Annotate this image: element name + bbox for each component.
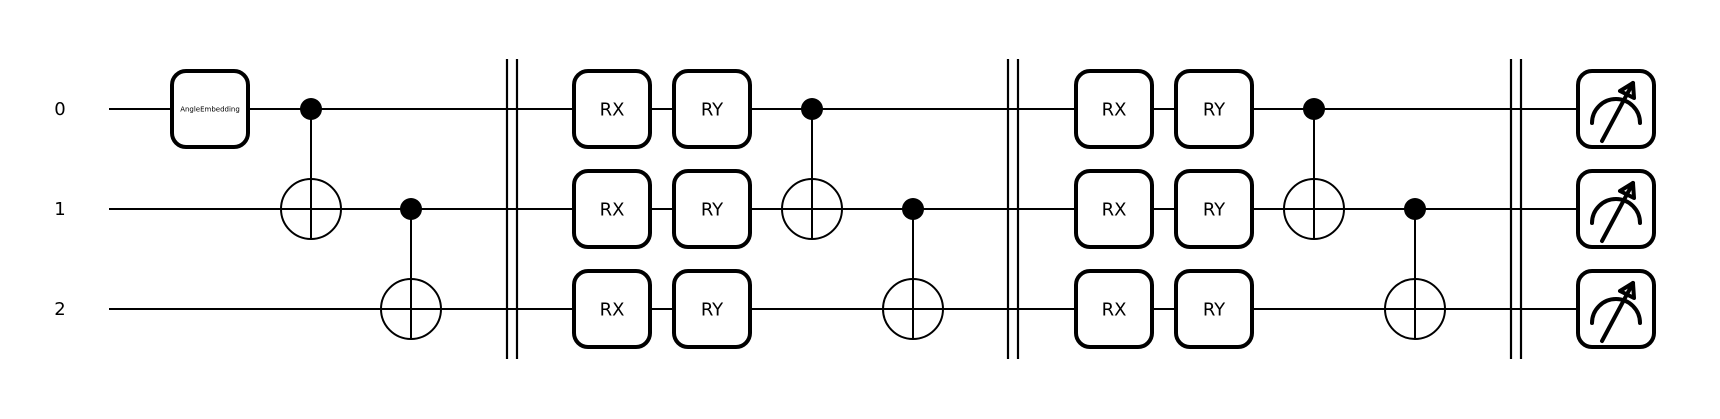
gate-ry-wire-1: RY [1174,169,1254,249]
cnot-gate [882,198,944,340]
barrier [505,59,519,359]
cnot-gate [1283,98,1345,240]
gate-label: RY [1203,199,1226,220]
meter-arrowhead-icon [1618,81,1636,100]
measure-gate-wire-0 [1576,69,1656,149]
gate-box [1174,269,1254,349]
gate-label: RX [1102,99,1127,120]
gate-rx-wire-1: RX [572,169,652,249]
gate-label: RX [600,199,625,220]
wire-label-0: 0 [54,99,65,120]
measure-box [1576,269,1656,349]
gate-label: RY [1203,299,1226,320]
control-dot [1404,198,1426,220]
wire-label-1: 1 [54,199,65,220]
meter-arc-icon [1590,297,1642,325]
gate-rx-wire-0: RX [1074,69,1154,149]
control-dot [801,98,823,120]
gate-label: RY [1203,99,1226,120]
wires-layer: 0 1 2 [54,99,1616,320]
gate-box [1074,269,1154,349]
gate-rx-wire-2: RX [572,269,652,349]
meter-arc-icon [1590,97,1642,125]
gate-box [572,169,652,249]
gate-box [170,69,250,149]
gate-rx-wire-2: RX [1074,269,1154,349]
measure-gate-wire-2 [1576,269,1656,349]
barrier [1006,59,1020,359]
gate-angleembedding-wire-0: AngleEmbedding [170,69,250,149]
gate-label: RX [1102,299,1127,320]
control-dot [1303,98,1325,120]
measure-box [1576,69,1656,149]
meter-needle-icon [1600,181,1635,243]
cnot-gate [781,98,843,240]
gate-box [572,69,652,149]
meter-arrowhead-icon [1618,281,1636,300]
gate-box [672,69,752,149]
meter-arrowhead-icon [1618,181,1636,200]
gate-box [672,269,752,349]
measure-box [1576,169,1656,249]
measure-gate-wire-1 [1576,169,1656,249]
control-dot [400,198,422,220]
meter-needle-icon [1600,281,1635,343]
wire-label-2: 2 [54,299,65,320]
meter-arc-icon [1590,197,1642,225]
gate-rx-wire-1: RX [1074,169,1154,249]
cnot-gate [280,98,342,240]
control-dot [902,198,924,220]
barrier [1509,59,1523,359]
cnot-gate [1384,198,1446,340]
meter-needle-icon [1600,81,1635,143]
gate-ry-wire-2: RY [672,269,752,349]
gate-label: RX [600,99,625,120]
gate-ry-wire-2: RY [1174,269,1254,349]
gate-label: AngleEmbedding [180,105,240,113]
gate-rx-wire-0: RX [572,69,652,149]
gate-box [672,169,752,249]
gate-label: RX [1102,199,1127,220]
gate-box [1174,69,1254,149]
gate-box [572,269,652,349]
gate-box [1074,69,1154,149]
gate-label: RX [600,299,625,320]
gate-ry-wire-1: RY [672,169,752,249]
gate-label: RY [701,299,724,320]
gate-ry-wire-0: RY [1174,69,1254,149]
control-dot [300,98,322,120]
gate-box [1074,169,1154,249]
gate-label: RY [701,199,724,220]
gate-box [1174,169,1254,249]
gate-label: RY [701,99,724,120]
cnot-gate [380,198,442,340]
gate-ry-wire-0: RY [672,69,752,149]
